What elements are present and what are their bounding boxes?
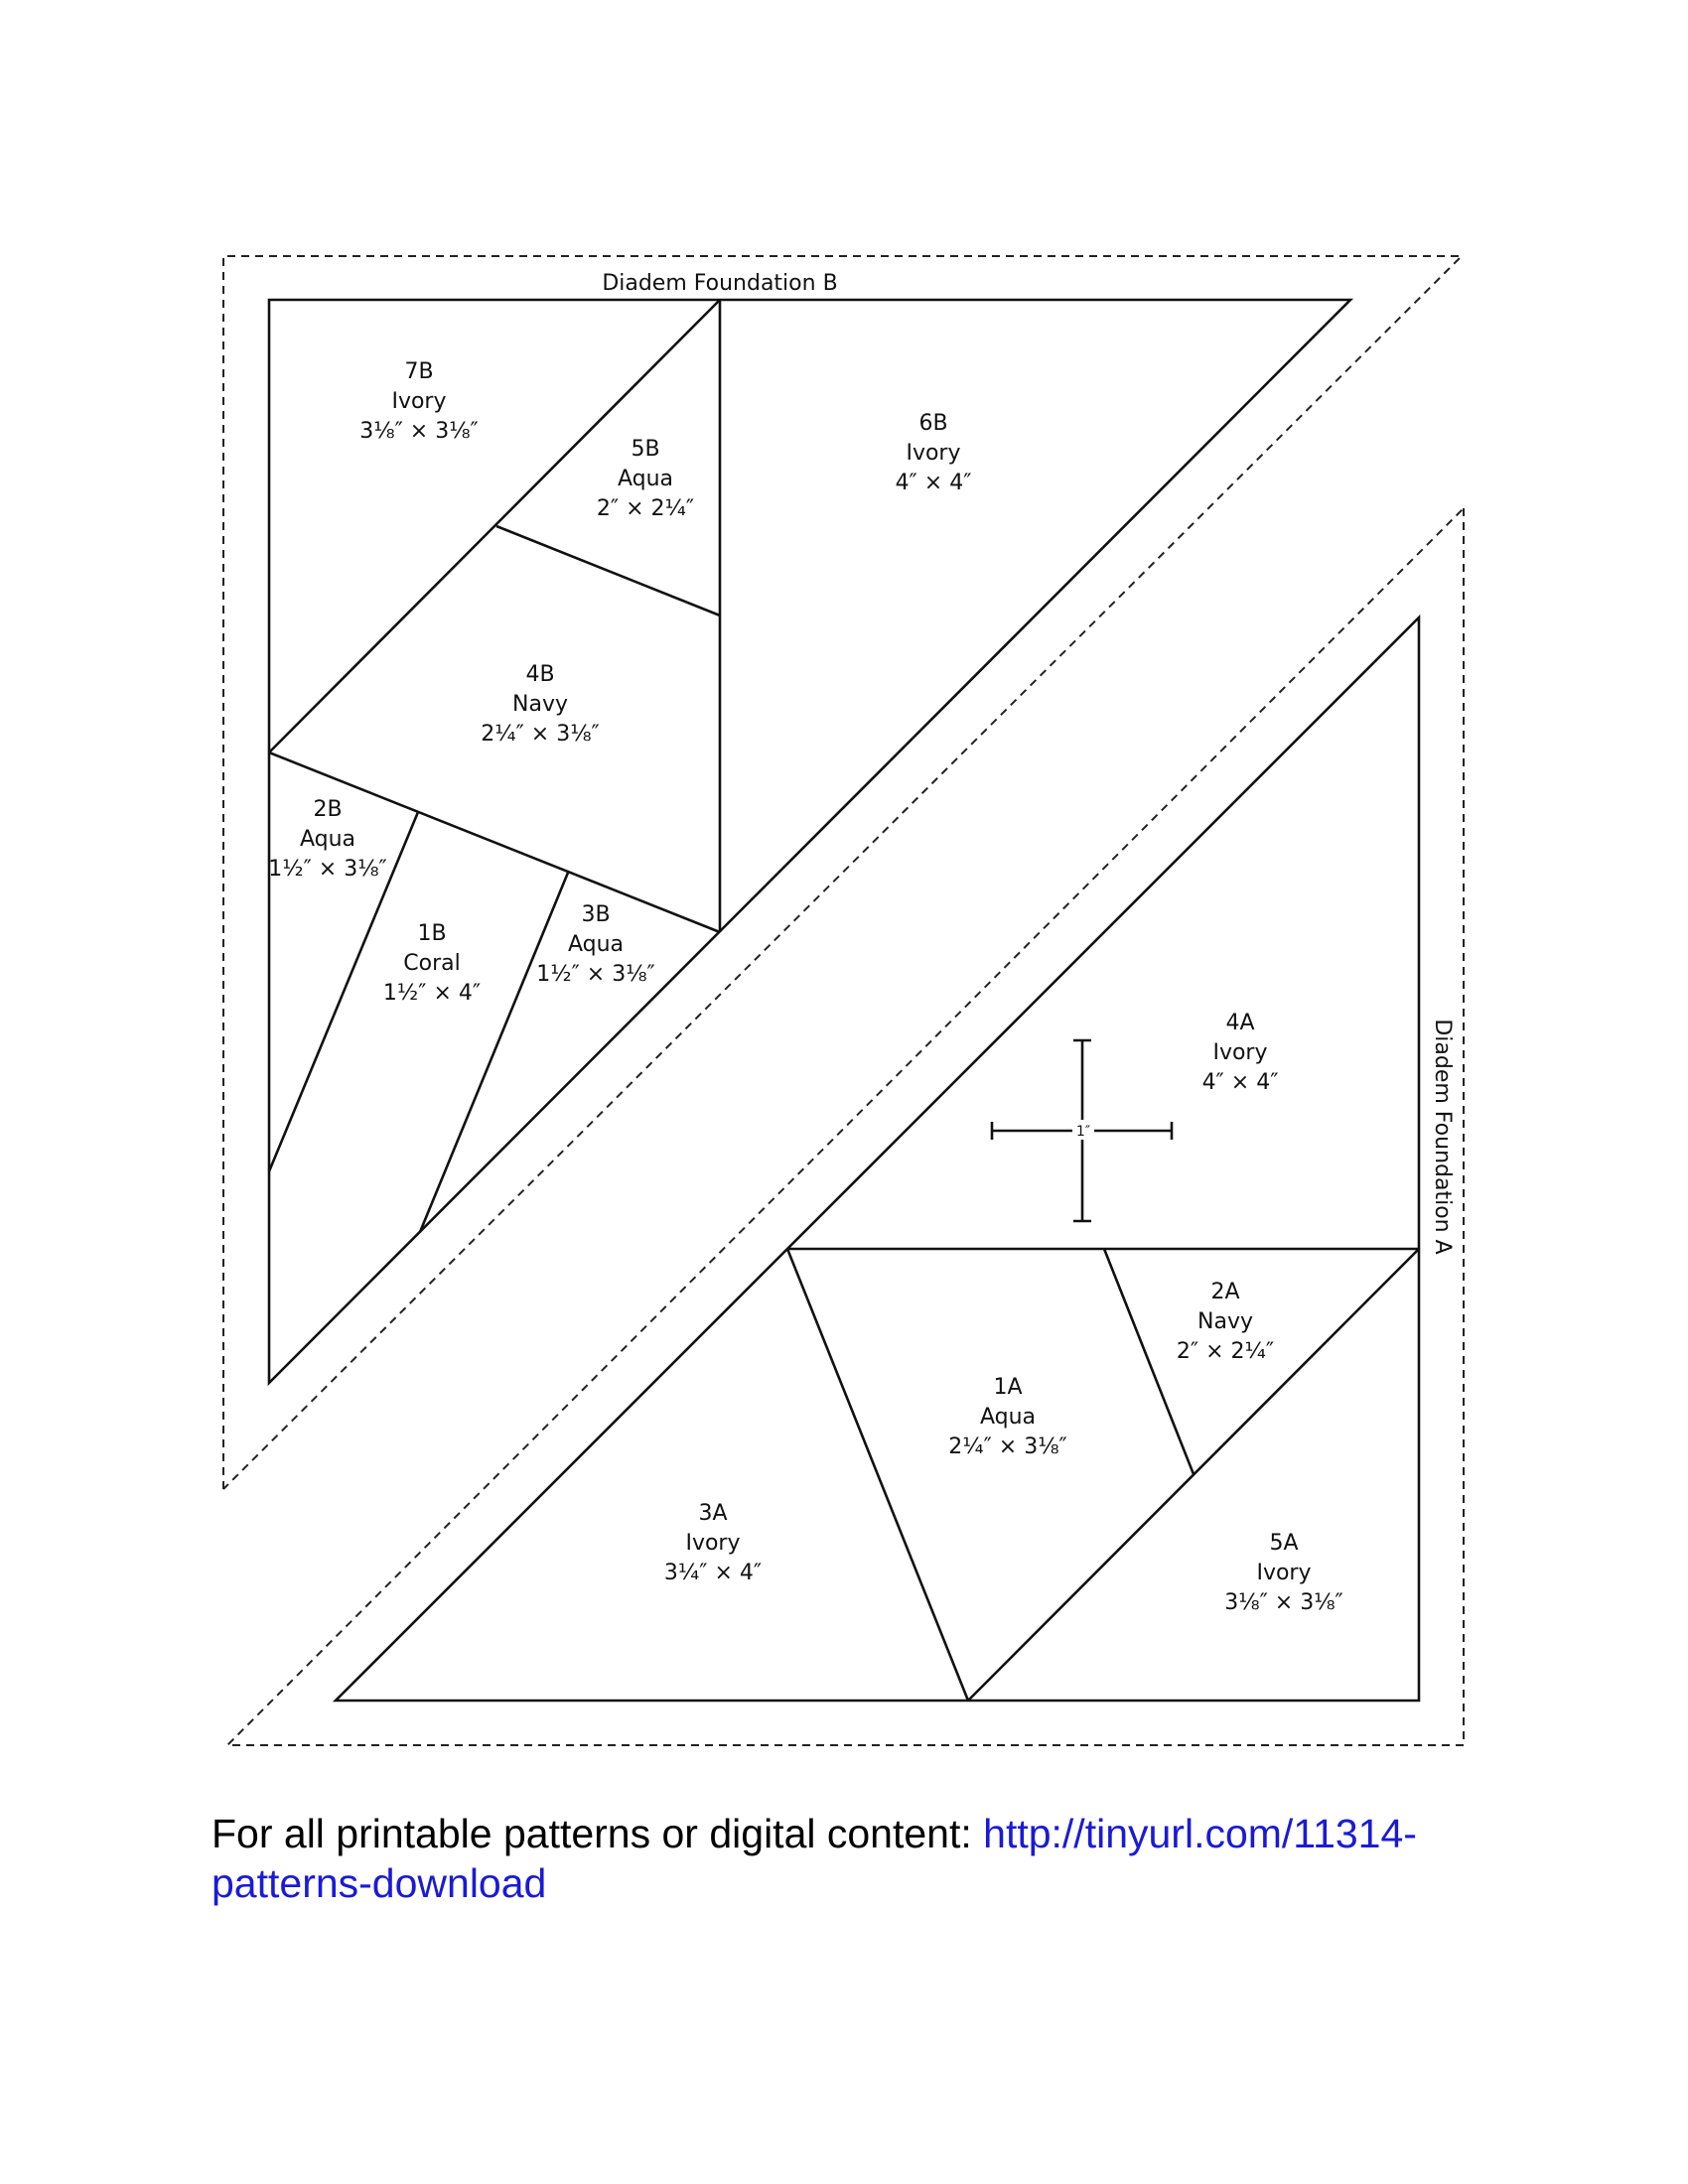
line-a-1a-3a — [785, 1248, 970, 1702]
svg-text:3⅛″ × 3⅛″: 3⅛″ × 3⅛″ — [1224, 1590, 1343, 1615]
foundation-a-lines — [332, 614, 1421, 1703]
svg-text:2″ × 2¼″: 2″ × 2¼″ — [597, 496, 694, 521]
piece-6b-label: 6B Ivory 4″ × 4″ — [896, 411, 972, 495]
svg-text:2″ × 2¼″: 2″ × 2¼″ — [1177, 1339, 1274, 1364]
piece-4b-label: 4B Navy 2¼″ × 3⅛″ — [481, 662, 600, 747]
piece-2b-label: 2B Aqua 1½″ × 3⅛″ — [268, 797, 387, 882]
svg-text:Navy: Navy — [1197, 1309, 1253, 1334]
patterns-download-link[interactable]: http://tinyurl.com/11314-patterns-downlo… — [211, 1811, 1417, 1906]
svg-text:Ivory: Ivory — [1256, 1561, 1311, 1585]
svg-text:1½″ × 3⅛″: 1½″ × 3⅛″ — [536, 962, 655, 987]
foundation-b-title: Diadem Foundation B — [602, 271, 837, 296]
piece-3a-label: 3A Ivory 3¼″ × 4″ — [664, 1501, 762, 1585]
svg-text:4A: 4A — [1225, 1011, 1254, 1035]
svg-text:Aqua: Aqua — [980, 1405, 1036, 1430]
foundation-b-outline — [267, 298, 1354, 1387]
piece-2a-label: 2A Navy 2″ × 2¼″ — [1177, 1280, 1274, 1364]
foundation-a-title: Diadem Foundation A — [1430, 1019, 1455, 1254]
svg-text:Aqua: Aqua — [568, 932, 624, 957]
svg-text:3¼″ × 4″: 3¼″ × 4″ — [664, 1561, 762, 1585]
svg-text:4″ × 4″: 4″ × 4″ — [1202, 1070, 1279, 1095]
svg-text:4B: 4B — [525, 662, 554, 687]
line-b-1b-3b — [418, 872, 570, 1233]
svg-text:Aqua: Aqua — [618, 467, 673, 491]
foundation-b-cut-line — [222, 255, 1465, 1490]
piece-5b-label: 5B Aqua 2″ × 2¼″ — [597, 437, 694, 521]
svg-text:Ivory: Ivory — [391, 389, 446, 414]
line-b-2b-1b — [267, 811, 420, 1172]
line-a-1a-2a — [1102, 1248, 1196, 1475]
svg-text:5B: 5B — [631, 437, 659, 462]
svg-text:3⅛″ × 3⅛″: 3⅛″ × 3⅛″ — [359, 419, 479, 444]
line-a-1a-5a — [967, 1248, 1420, 1702]
svg-text:2¼″ × 3⅛″: 2¼″ × 3⅛″ — [948, 1434, 1067, 1459]
svg-text:5A: 5A — [1269, 1531, 1298, 1556]
svg-text:1B: 1B — [417, 921, 446, 946]
ruler-label-bg — [1072, 1120, 1094, 1140]
svg-text:2¼″ × 3⅛″: 2¼″ × 3⅛″ — [481, 722, 600, 747]
footer-note: For all printable patterns or digital co… — [211, 1809, 1502, 1908]
svg-text:3B: 3B — [581, 902, 610, 927]
svg-text:3A: 3A — [698, 1501, 727, 1526]
piece-1a-label: 1A Aqua 2¼″ × 3⅛″ — [948, 1375, 1067, 1459]
piece-5a-label: 5A Ivory 3⅛″ × 3⅛″ — [1224, 1531, 1343, 1615]
svg-text:1½″ × 3⅛″: 1½″ × 3⅛″ — [268, 857, 387, 882]
foundation-a-cut-line — [224, 507, 1465, 1746]
svg-text:2A: 2A — [1210, 1280, 1239, 1304]
svg-text:Ivory: Ivory — [685, 1531, 740, 1556]
line-b-5b-4b — [495, 524, 721, 617]
footer-text: For all printable patterns or digital co… — [211, 1811, 984, 1856]
ruler-label: 1″ — [1076, 1124, 1090, 1140]
svg-text:Aqua: Aqua — [300, 827, 355, 852]
svg-text:Navy: Navy — [512, 692, 568, 717]
piece-1b-label: 1B Coral 1½″ × 4″ — [383, 921, 481, 1006]
svg-text:1½″ × 4″: 1½″ × 4″ — [383, 981, 481, 1006]
piece-4a-label: 4A Ivory 4″ × 4″ — [1202, 1011, 1279, 1095]
piece-3b-label: 3B Aqua 1½″ × 3⅛″ — [536, 902, 655, 987]
svg-text:6B: 6B — [918, 411, 947, 436]
line-b-4b-lower — [268, 751, 721, 934]
svg-text:Ivory: Ivory — [906, 441, 960, 466]
foundation-a-outline — [332, 614, 1421, 1703]
svg-text:2B: 2B — [313, 797, 342, 822]
svg-text:Coral: Coral — [403, 951, 460, 976]
svg-text:4″ × 4″: 4″ × 4″ — [896, 471, 972, 495]
line-b-diagonal — [268, 299, 721, 753]
svg-text:1A: 1A — [993, 1375, 1022, 1400]
foundation-pattern-diagram: Diadem Foundation B 7B Ivory 3⅛″ × 3⅛″ 5… — [222, 255, 1465, 1746]
foundation-b-lines — [267, 298, 1354, 1387]
svg-text:Ivory: Ivory — [1212, 1040, 1267, 1065]
piece-7b-label: 7B Ivory 3⅛″ × 3⅛″ — [359, 359, 479, 444]
svg-text:7B: 7B — [404, 359, 433, 384]
